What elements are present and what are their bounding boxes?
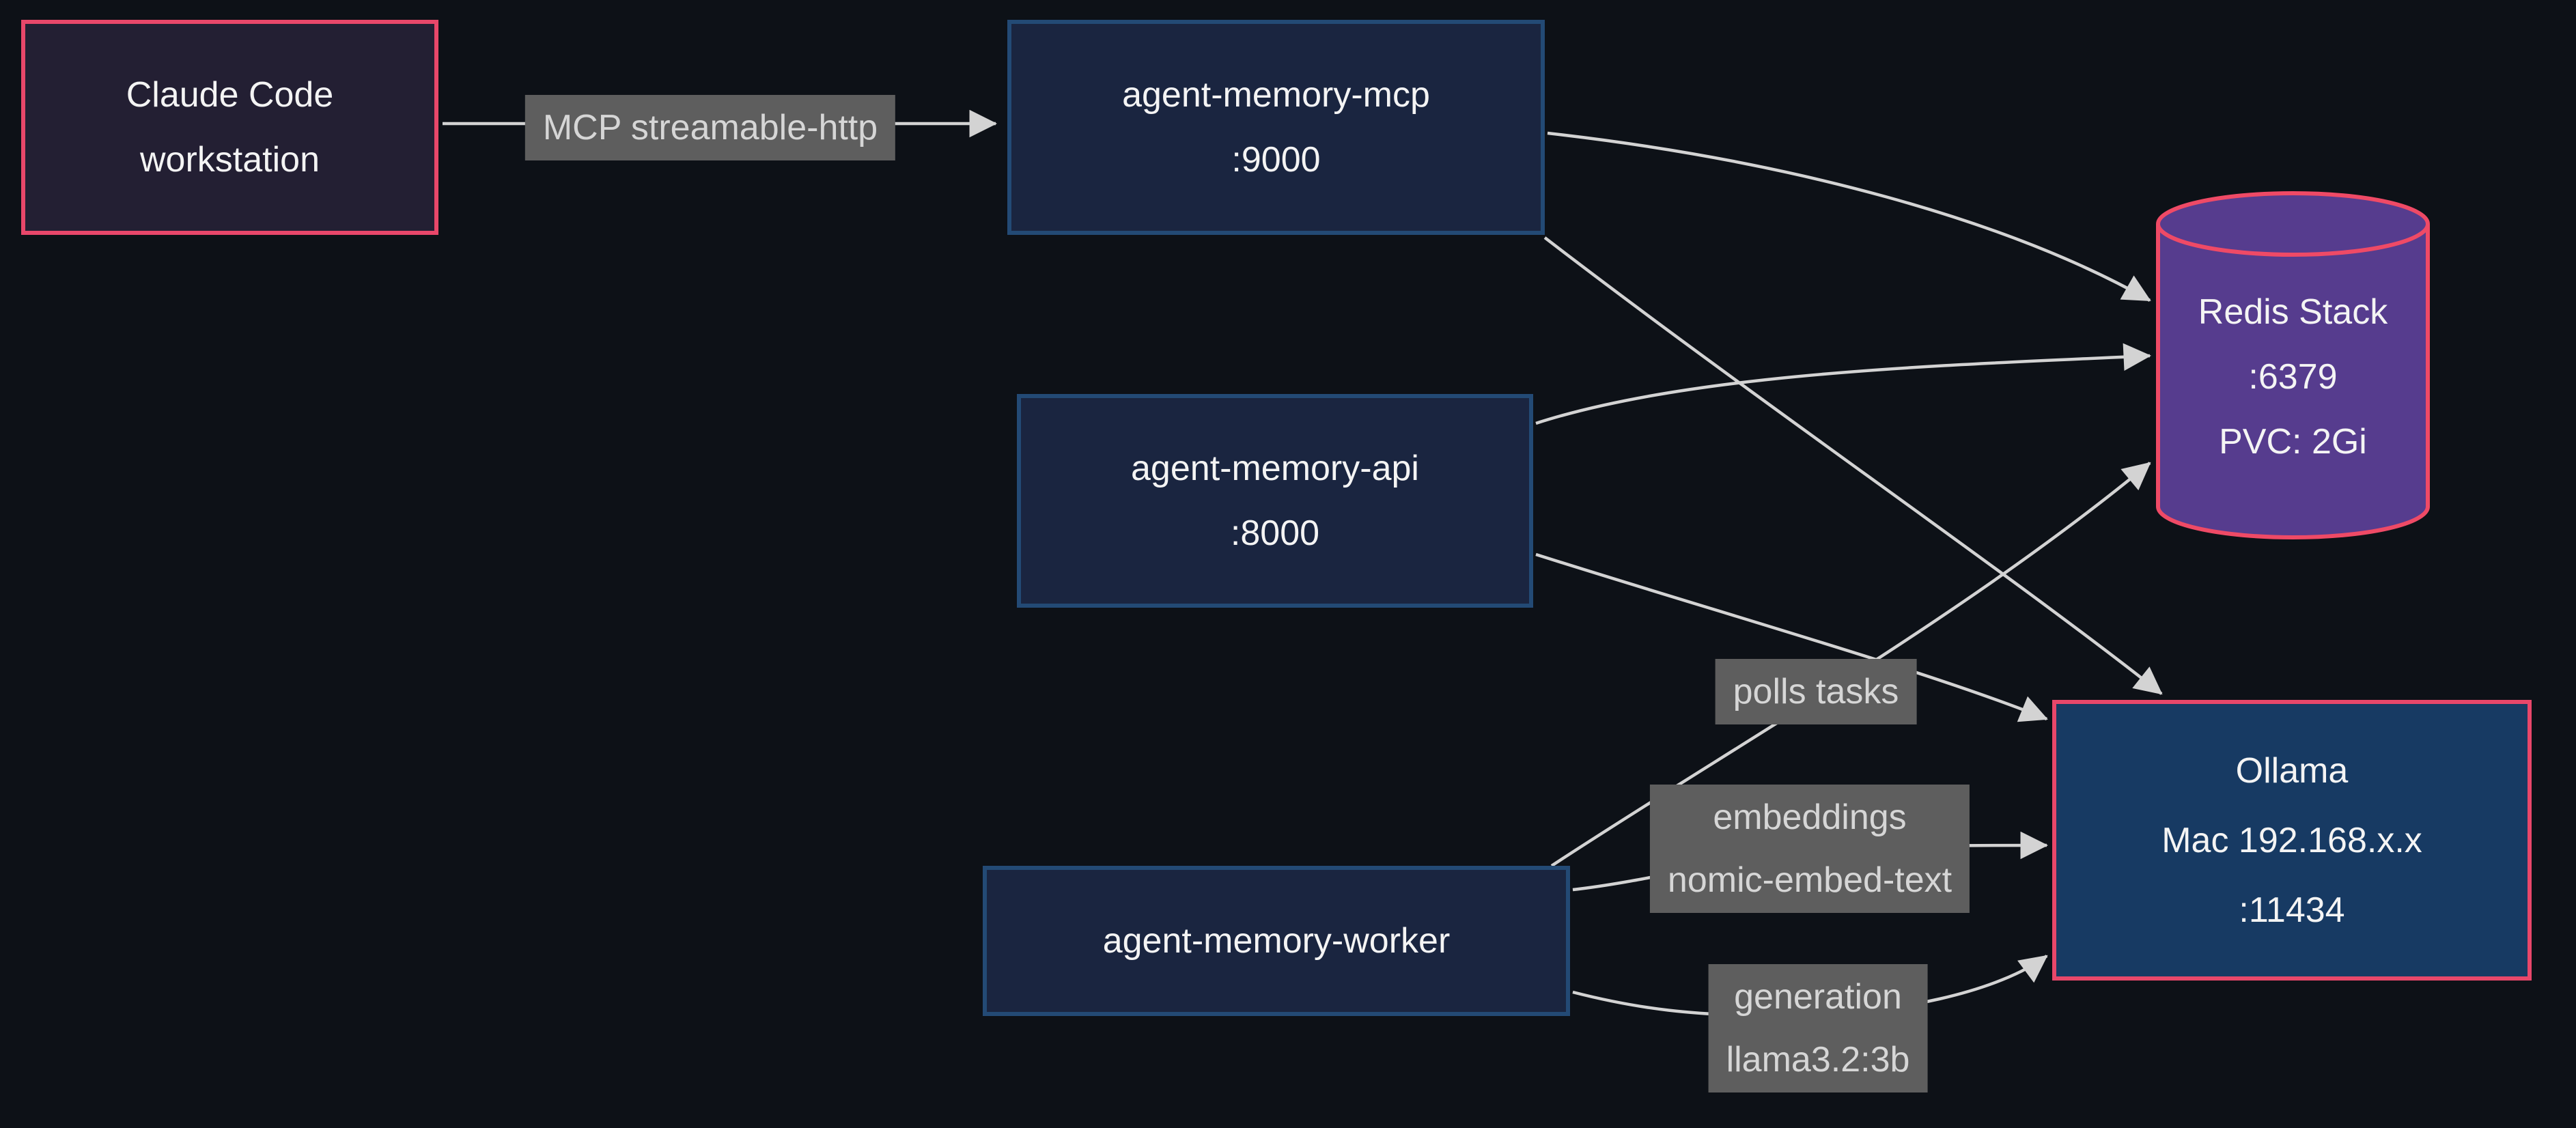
node-redis-stack: Redis Stack :6379 PVC: 2Gi: [2156, 191, 2430, 539]
node-redis-text: Redis Stack :6379 PVC: 2Gi: [2156, 280, 2430, 475]
node-label-line: PVC: 2Gi: [2219, 422, 2367, 462]
edge-label-embeddings: embeddings nomic-embed-text: [1649, 785, 1970, 913]
node-label-line: agent-memory-api: [1131, 448, 1419, 488]
node-label-line: Redis Stack: [2198, 292, 2388, 332]
database-cylinder-icon: [2156, 191, 2430, 539]
edge-label-polls-tasks: polls tasks: [1715, 659, 1917, 724]
edge-mcp-ollama: [1543, 236, 2163, 695]
edge-label-mcp-streamable-http: MCP streamable-http: [524, 95, 896, 160]
node-agent-memory-api: agent-memory-api :8000: [1017, 394, 1533, 608]
edge-label-line: llama3.2:3b: [1726, 1040, 1910, 1080]
edge-label-line: MCP streamable-http: [542, 108, 878, 147]
node-agent-memory-mcp: agent-memory-mcp :9000: [1007, 20, 1545, 235]
node-agent-memory-worker: agent-memory-worker: [983, 866, 1570, 1016]
node-label-line: :8000: [1230, 513, 1320, 553]
node-claude-code-workstation: Claude Code workstation: [21, 20, 438, 235]
node-label-line: :6379: [2248, 357, 2338, 397]
edge-api-redis: [1535, 343, 2152, 425]
node-label-line: Mac 192.168.x.x: [2161, 820, 2422, 860]
node-label-line: Ollama: [2235, 750, 2349, 791]
node-label-line: :9000: [1231, 139, 1321, 180]
node-label-line: agent-memory-mcp: [1122, 74, 1430, 115]
node-label-line: agent-memory-worker: [1102, 920, 1451, 961]
edge-label-line: generation: [1734, 977, 1902, 1017]
node-ollama: Ollama Mac 192.168.x.x :11434: [2052, 700, 2532, 981]
edge-label-generation: generation llama3.2:3b: [1708, 964, 1928, 1092]
edge-label-line: embeddings: [1713, 798, 1907, 837]
node-label-line: workstation: [140, 139, 320, 180]
edge-api-ollama: [1535, 552, 2048, 722]
node-label-line: Claude Code: [126, 74, 334, 115]
edge-mcp-redis: [1547, 131, 2151, 302]
node-label-line: :11434: [2239, 890, 2345, 930]
edge-label-line: polls tasks: [1733, 672, 1899, 711]
edge-label-line: nomic-embed-text: [1667, 860, 1952, 900]
